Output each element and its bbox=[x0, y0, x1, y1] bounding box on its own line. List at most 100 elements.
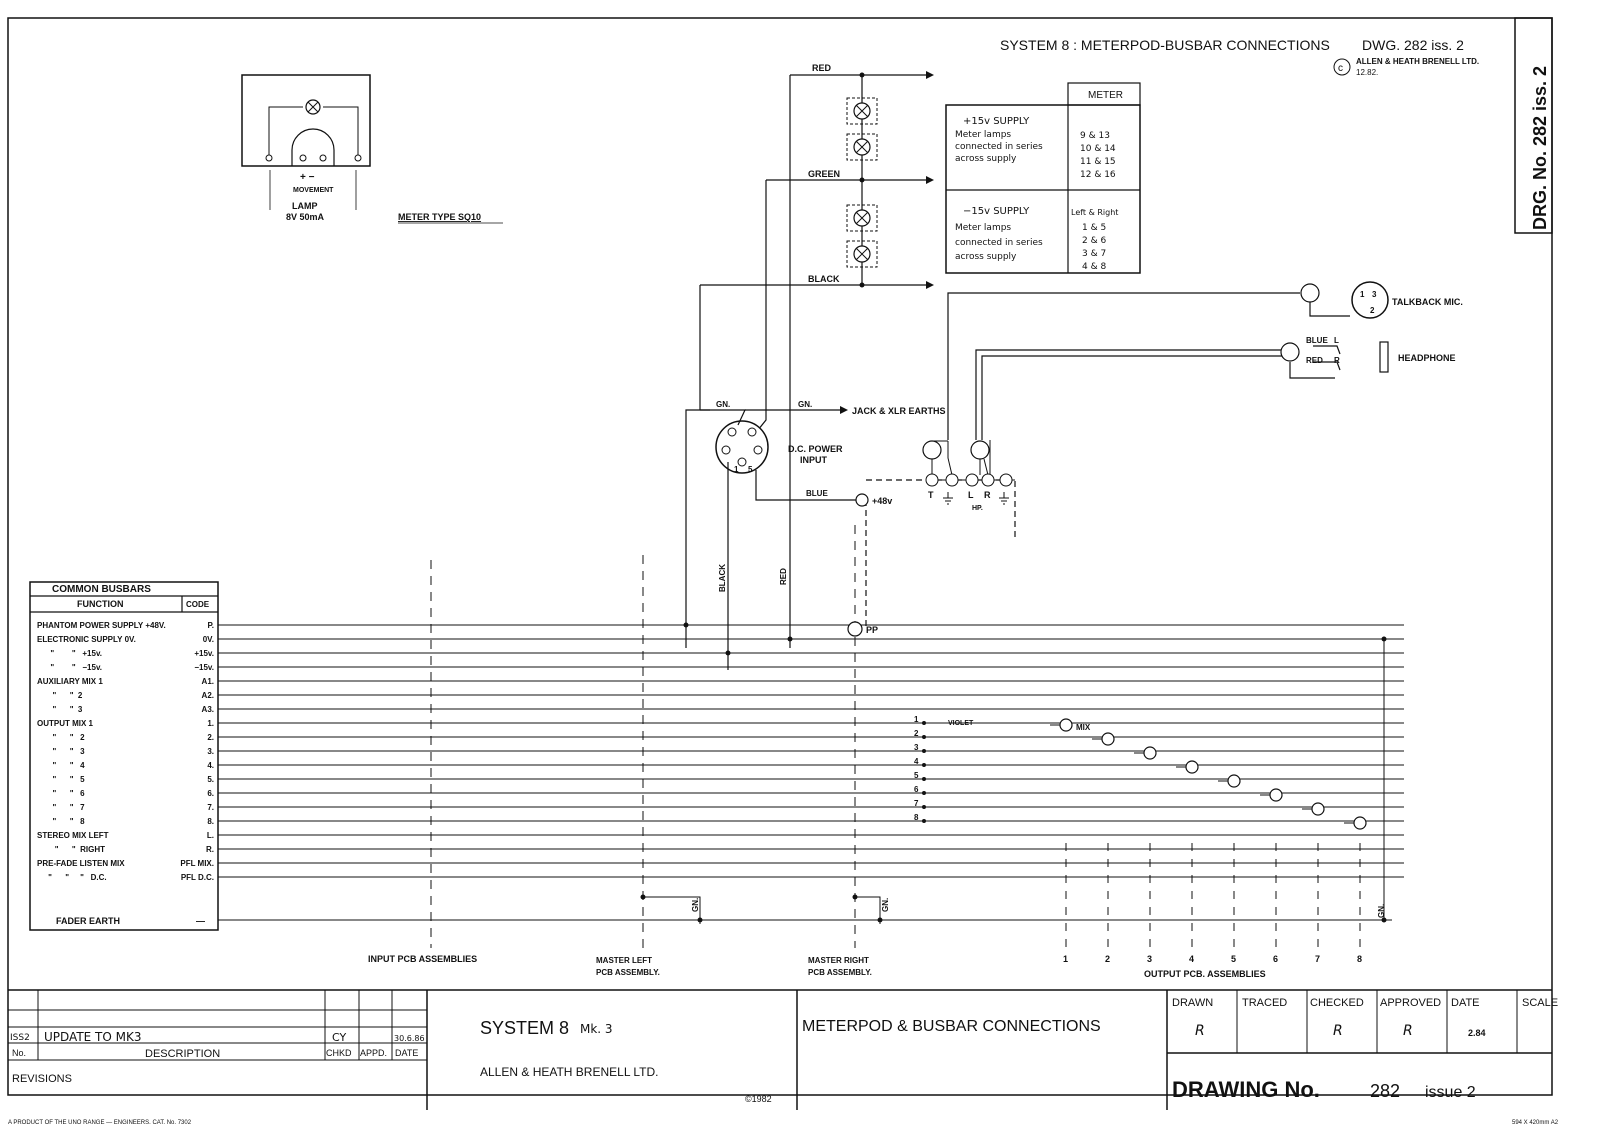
rev-date-header: DATE bbox=[395, 1048, 418, 1058]
mix-terminal bbox=[1311, 802, 1325, 816]
busbar-function: " " 5 bbox=[37, 775, 85, 784]
busbar-code: 3. bbox=[207, 747, 214, 756]
master-left-label-2: PCB ASSEMBLY. bbox=[596, 968, 660, 977]
busbar-code: L. bbox=[207, 831, 214, 840]
lamp-label: LAMP bbox=[292, 201, 318, 211]
mix-terminal bbox=[1185, 760, 1199, 774]
mix-terminal bbox=[1101, 732, 1115, 746]
meter-type-label: METER TYPE SQ10 bbox=[398, 212, 481, 222]
output-number: 4 bbox=[1189, 954, 1194, 964]
meter-drawing: + − MOVEMENT LAMP 8V 50mA METER TYPE SQ1… bbox=[241, 74, 503, 224]
rev-chkd-header: CHKD bbox=[326, 1048, 352, 1058]
busbar-function: OUTPUT MIX 1 bbox=[37, 719, 94, 728]
busbar-function: " " 6 bbox=[37, 789, 85, 798]
pp-terminal bbox=[847, 621, 863, 637]
busbars-code-header: CODE bbox=[186, 600, 210, 609]
busbar-code: 8. bbox=[207, 817, 214, 826]
meter-table-frame bbox=[945, 104, 1141, 274]
busbar-code: A2. bbox=[202, 691, 214, 700]
meter-body bbox=[241, 74, 371, 167]
plus48-label: +48v bbox=[872, 496, 892, 506]
drawn-by: R bbox=[1195, 1023, 1205, 1039]
minus-value-4: 4 & 8 bbox=[1082, 262, 1106, 272]
busbar-function: " " " D.C. bbox=[37, 873, 107, 882]
plus-line-3: across supply bbox=[955, 154, 1017, 164]
side-label: DRG. No. 282 iss. 2 bbox=[1530, 66, 1550, 230]
term-t: T bbox=[928, 490, 934, 500]
master-earth-links bbox=[643, 896, 881, 924]
plus-line-1: Meter lamps bbox=[955, 130, 1011, 140]
side-label-box bbox=[1514, 17, 1553, 234]
busbar-code: R. bbox=[206, 845, 214, 854]
mix-tap bbox=[922, 819, 926, 823]
busbar-code: 0V. bbox=[203, 635, 214, 644]
mix-label: MIX bbox=[1076, 723, 1091, 732]
input-assemblies-label: INPUT PCB ASSEMBLIES bbox=[368, 954, 477, 964]
plus-supply-title: +15v SUPPLY bbox=[963, 116, 1030, 127]
terminal-strip: T L R HP. bbox=[922, 440, 1015, 512]
busbar-function: " " 4 bbox=[37, 761, 85, 770]
drawn-header: DRAWN bbox=[1172, 997, 1213, 1009]
rev-no-header: No. bbox=[12, 1048, 26, 1058]
busbar-code: 2. bbox=[207, 733, 214, 742]
date-header: DATE bbox=[1451, 997, 1480, 1009]
blue-label: BLUE bbox=[806, 489, 828, 498]
bus-tap bbox=[1381, 636, 1387, 642]
minus-value-1: 1 & 5 bbox=[1082, 223, 1106, 233]
busbars-frame bbox=[29, 581, 219, 931]
meter-lamp-icon bbox=[305, 99, 321, 115]
rev-chkd: CY bbox=[332, 1031, 346, 1044]
output-number: 5 bbox=[1231, 954, 1236, 964]
checked-by: R bbox=[1333, 1023, 1343, 1039]
mix-terminal bbox=[1143, 746, 1157, 760]
mix-terminal bbox=[1227, 774, 1241, 788]
meter-header: METER bbox=[1088, 90, 1123, 101]
plus-value-1: 9 & 13 bbox=[1080, 131, 1110, 141]
pp-label: PP bbox=[866, 625, 878, 635]
output-number: 6 bbox=[1273, 954, 1278, 964]
mix-number: 1 bbox=[914, 715, 919, 724]
mix-terminal bbox=[1353, 816, 1367, 830]
busbar-code: 4. bbox=[207, 761, 214, 770]
drawing-no-label: DRAWING No. bbox=[1172, 1077, 1320, 1102]
meter-terminal-2 bbox=[299, 154, 307, 162]
term-l: L bbox=[968, 490, 974, 500]
violet-label: VIOLET bbox=[948, 720, 974, 727]
date-value: 2.84 bbox=[1468, 1028, 1486, 1038]
busbars-title: COMMON BUSBARS bbox=[52, 584, 151, 595]
dc-power-label: D.C. POWER bbox=[788, 444, 843, 454]
talkback-wiring bbox=[947, 292, 1350, 440]
meterpod-wiring bbox=[699, 74, 930, 648]
meter-supply-table: METER +15v SUPPLY Meter lamps connected … bbox=[945, 82, 1141, 274]
plus-value-2: 10 & 14 bbox=[1080, 144, 1116, 154]
gn-label-1: GN. bbox=[716, 400, 730, 409]
plus-value-3: 11 & 15 bbox=[1080, 157, 1116, 167]
junction-red bbox=[859, 72, 865, 78]
minus-line-1: Meter lamps bbox=[955, 223, 1011, 233]
copyright-letter: c bbox=[1338, 63, 1343, 74]
xlr-pin-1: 1 bbox=[1360, 290, 1365, 299]
bus-tap bbox=[1381, 917, 1387, 923]
busbar-function: " " −15v. bbox=[37, 663, 102, 672]
mix-number: 2 bbox=[914, 729, 919, 738]
xlr-pin-3: 3 bbox=[1372, 290, 1377, 299]
hp-l-label: L bbox=[1334, 336, 1339, 345]
busbar-function: " " 8 bbox=[37, 817, 85, 826]
fader-earth-code: — bbox=[196, 916, 205, 926]
meter-terminal-3 bbox=[319, 154, 327, 162]
busbar-code: 1. bbox=[207, 719, 214, 728]
hp-blue-label: BLUE bbox=[1306, 336, 1328, 345]
busbar-function: " " 3 bbox=[37, 747, 85, 756]
busbar-function: PRE-FADE LISTEN MIX bbox=[37, 859, 125, 868]
busbar-code: +15v. bbox=[194, 649, 214, 658]
size-note: 594 X 420mm A2 bbox=[1512, 1120, 1559, 1126]
busbars-table: COMMON BUSBARS FUNCTION CODE PHANTOM POW… bbox=[29, 581, 219, 931]
minus-line-2: connected in series bbox=[955, 238, 1043, 248]
sheet-title: SYSTEM 8 : METERPOD-BUSBAR CONNECTIONS bbox=[1000, 37, 1330, 53]
meter-dim-lines bbox=[269, 170, 357, 210]
junction-green bbox=[859, 177, 865, 183]
revisions-grid bbox=[8, 990, 1518, 1061]
busbar-function: AUXILIARY MIX 1 bbox=[37, 677, 103, 686]
busbars-function-header: FUNCTION bbox=[77, 599, 124, 609]
rev-appd-header: APPD. bbox=[360, 1048, 387, 1058]
